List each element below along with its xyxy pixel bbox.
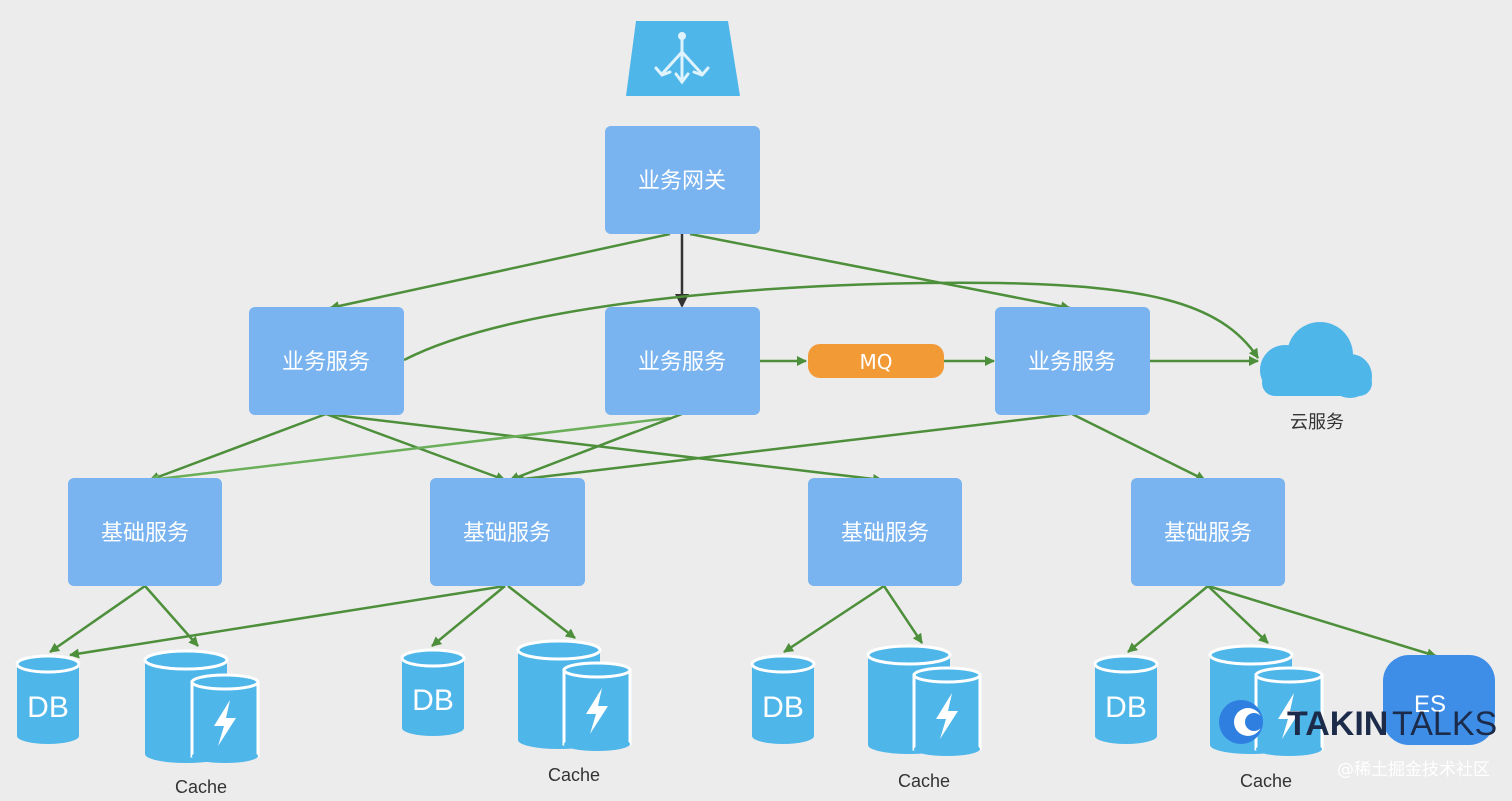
- cache-label: Cache: [898, 771, 950, 791]
- edge-base4-cache4: [1207, 585, 1269, 644]
- edge-gateway-biz1: [329, 232, 671, 311]
- load-balancer-icon: [626, 21, 740, 96]
- db-label: DB: [412, 684, 454, 717]
- database-icon: DB: [1093, 654, 1159, 744]
- gateway-label: 业务网关: [638, 169, 726, 194]
- base-service-node[interactable]: 基础服务: [808, 478, 962, 586]
- edge-biz2-base2: [509, 412, 683, 482]
- business-service-label: 业务服务: [638, 350, 726, 375]
- business-service-node[interactable]: 业务服务: [249, 307, 404, 415]
- business-service-label: 业务服务: [282, 350, 370, 375]
- edge-base3-db3: [783, 584, 885, 654]
- cloud-service-node[interactable]: 云服务: [1260, 322, 1372, 432]
- edge-biz3-base4: [1071, 412, 1206, 482]
- base-service-label: 基础服务: [841, 521, 929, 546]
- mq-label: MQ: [860, 350, 893, 374]
- brand-logo: TAKIN TALKS: [1219, 700, 1497, 744]
- edge-base4-db4: [1127, 585, 1209, 653]
- edge-base4-es: [1207, 584, 1437, 659]
- edge-biz2-base1: [149, 416, 671, 484]
- edge-base2-db1: [69, 584, 506, 659]
- edge-biz1-cloud: [403, 281, 1260, 362]
- brand-part2: TALKS: [1392, 705, 1497, 743]
- db-label: DB: [762, 691, 804, 724]
- base-service-node[interactable]: 基础服务: [68, 478, 222, 586]
- db-label: DB: [27, 691, 69, 724]
- business-service-label: 业务服务: [1028, 350, 1116, 375]
- db-label: DB: [1105, 691, 1147, 724]
- business-service-node[interactable]: 业务服务: [995, 307, 1150, 415]
- cloud-service-label: 云服务: [1290, 412, 1344, 432]
- cache-icon: [143, 649, 260, 763]
- edge-gateway-biz3: [689, 232, 1071, 312]
- database-icon: DB: [400, 648, 466, 736]
- cloud-icon: [1260, 322, 1372, 398]
- base-service-label: 基础服务: [1164, 521, 1252, 546]
- edge-base3-cache3: [882, 585, 924, 644]
- brand-logo-icon: [1219, 700, 1263, 744]
- database-icon: DB: [750, 654, 816, 744]
- mq-node[interactable]: MQ: [808, 344, 944, 378]
- cache-label: Cache: [175, 777, 227, 797]
- base-service-label: 基础服务: [463, 521, 551, 546]
- edge-biz1-base3: [325, 412, 883, 484]
- base-service-node[interactable]: 基础服务: [1131, 478, 1285, 586]
- elasticsearch-icon: ES: [1383, 655, 1495, 745]
- edge-base2-cache2: [507, 585, 576, 639]
- edge-base2-db2: [431, 585, 506, 647]
- base-service-node[interactable]: 基础服务: [430, 478, 585, 586]
- business-service-node[interactable]: 业务服务: [605, 307, 760, 415]
- edge-base1-db1: [49, 584, 146, 654]
- edge-biz3-base2: [514, 412, 1071, 484]
- cache-icon: [516, 639, 632, 751]
- cache-label: Cache: [1240, 771, 1292, 791]
- edge-biz1-base1: [149, 412, 327, 482]
- gateway-node[interactable]: 业务网关: [605, 126, 760, 234]
- database-icon: DB: [15, 654, 81, 744]
- edge-biz1-base2: [325, 412, 506, 482]
- edges: [49, 232, 1437, 659]
- base-service-label: 基础服务: [101, 521, 189, 546]
- cache-label: Cache: [548, 765, 600, 785]
- es-label: ES: [1414, 691, 1446, 718]
- watermark-text: @稀土掘金技术社区: [1337, 760, 1490, 780]
- cache-icon: [866, 644, 982, 756]
- brand-part1: TAKIN: [1287, 705, 1388, 743]
